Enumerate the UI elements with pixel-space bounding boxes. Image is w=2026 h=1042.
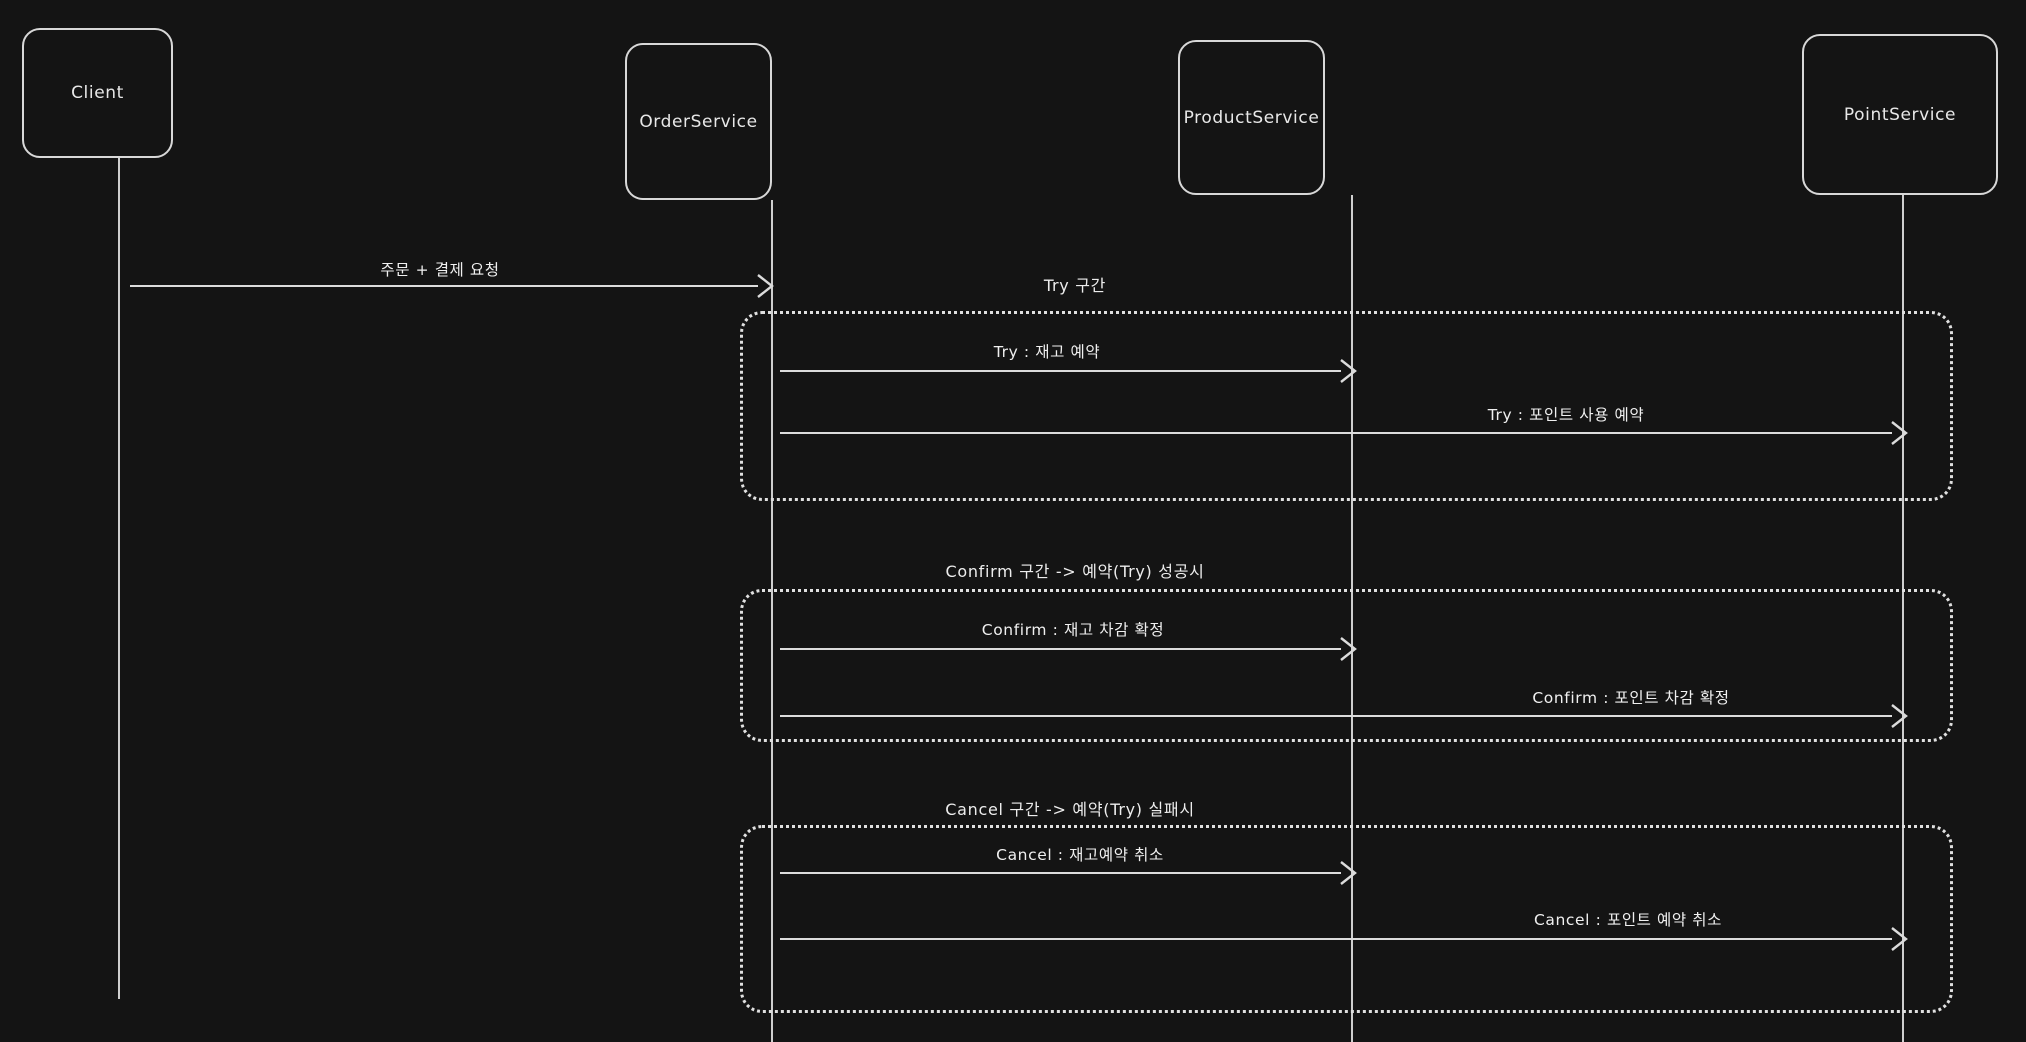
message-line-try-point-reserve xyxy=(780,432,1892,434)
lifeline-productservice xyxy=(1351,195,1353,1042)
lifeline-orderservice xyxy=(771,200,773,1042)
fragment-box-cancel xyxy=(740,825,1953,1013)
message-label-cancel-stock-reserve: Cancel : 재고예약 취소 xyxy=(996,846,1164,864)
message-line-try-stock-reserve xyxy=(780,370,1341,372)
participant-box-orderservice[interactable]: OrderService xyxy=(625,43,772,200)
message-label-try-point-reserve: Try : 포인트 사용 예약 xyxy=(1487,406,1645,424)
message-label-try-stock-reserve: Try : 재고 예약 xyxy=(993,343,1101,361)
message-line-order-payment-request xyxy=(130,285,758,287)
message-label-order-payment-request: 주문 + 결제 요청 xyxy=(380,261,500,279)
participant-box-productservice[interactable]: ProductService xyxy=(1178,40,1325,195)
lifeline-pointservice xyxy=(1902,195,1904,1042)
fragment-label-try: Try 구간 xyxy=(1043,276,1107,295)
message-label-cancel-point-reserve: Cancel : 포인트 예약 취소 xyxy=(1533,911,1723,929)
fragment-box-try xyxy=(740,311,1953,501)
message-label-confirm-point-deduct: Confirm : 포인트 차감 확정 xyxy=(1532,689,1730,707)
message-line-cancel-stock-reserve xyxy=(780,872,1341,874)
message-line-confirm-stock-deduct xyxy=(780,648,1341,650)
participant-label-productservice: ProductService xyxy=(1183,107,1320,128)
fragment-label-confirm: Confirm 구간 -> 예약(Try) 성공시 xyxy=(945,562,1205,581)
fragment-label-cancel: Cancel 구간 -> 예약(Try) 실패시 xyxy=(945,800,1195,819)
participant-label-pointservice: PointService xyxy=(1843,104,1957,125)
participant-box-pointservice[interactable]: PointService xyxy=(1802,34,1998,195)
message-line-confirm-point-deduct xyxy=(780,715,1892,717)
message-label-confirm-stock-deduct: Confirm : 재고 차감 확정 xyxy=(981,621,1165,639)
participant-label-orderservice: OrderService xyxy=(639,111,758,132)
participant-box-client[interactable]: Client xyxy=(22,28,173,158)
lifeline-client xyxy=(118,158,120,999)
message-line-cancel-point-reserve xyxy=(780,938,1892,940)
participant-label-client: Client xyxy=(71,83,124,103)
